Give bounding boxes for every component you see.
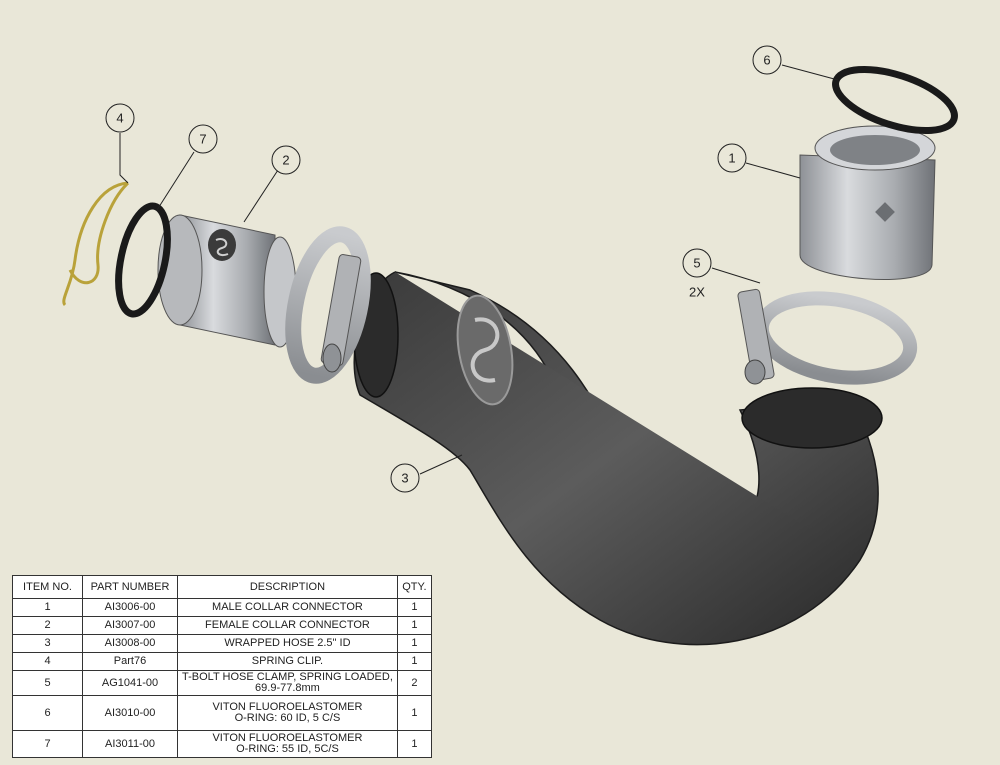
- o-ring-60: [832, 65, 958, 135]
- t-bolt-clamp-left: [285, 226, 371, 384]
- bom-cell-description: MALE COLLAR CONNECTOR: [177, 598, 398, 617]
- bom-description-line: MALE COLLAR CONNECTOR: [212, 601, 363, 613]
- bom-header-qty: QTY.: [396, 575, 432, 599]
- male-collar-connector: [799, 125, 936, 280]
- bom-description-line: WRAPPED HOSE 2.5" ID: [224, 637, 351, 649]
- callout-balloon-2: 2: [271, 145, 301, 175]
- leader-lines: [119, 64, 839, 475]
- bom-description-line: 69.9-77.8mm: [255, 682, 320, 694]
- wrapped-hose: [353, 271, 883, 646]
- callout-balloon-5: 5: [682, 248, 712, 278]
- bom-header-description: DESCRIPTION: [177, 575, 398, 599]
- t-bolt-clamp-right: [737, 288, 918, 385]
- bom-cell-part-number: AI3008-00: [82, 634, 178, 653]
- bom-cell-part-number: Part76: [82, 652, 178, 671]
- bom-description-line: T-BOLT HOSE CLAMP, SPRING LOADED,: [182, 671, 393, 683]
- callout-balloon-6: 6: [752, 45, 782, 75]
- bom-cell-part-number: AI3010-00: [82, 695, 178, 731]
- callout-label: 6: [763, 53, 770, 68]
- bom-cell-part-number: AI3011-00: [82, 730, 178, 758]
- bom-cell-item-no: 4: [12, 652, 83, 671]
- female-collar-connector: [157, 214, 297, 348]
- bom-description-line: O-RING: 55 ID, 5C/S: [236, 743, 339, 755]
- bom-cell-description: SPRING CLIP.: [177, 652, 398, 671]
- callout-label: 7: [199, 132, 206, 147]
- bom-description-line: VITON FLUOROELASTOMER: [212, 701, 363, 713]
- collar-logo-icon: [208, 229, 236, 261]
- bom-cell-qty: 1: [396, 634, 432, 653]
- bom-cell-qty: 1: [396, 652, 432, 671]
- callout-label: 3: [401, 471, 408, 486]
- callout-label: 5: [693, 256, 700, 271]
- bom-cell-qty: 1: [396, 616, 432, 635]
- callout-balloon-4: 4: [105, 103, 135, 133]
- bom-description-line: FEMALE COLLAR CONNECTOR: [205, 619, 370, 631]
- bom-cell-item-no: 2: [12, 616, 83, 635]
- bom-cell-item-no: 5: [12, 670, 83, 696]
- bom-description-line: SPRING CLIP.: [251, 655, 324, 667]
- callout-label: 1: [728, 151, 735, 166]
- bom-header-item-no: ITEM NO.: [12, 575, 83, 599]
- bom-description-line: VITON FLUOROELASTOMER: [212, 732, 363, 744]
- callout-label: 2: [282, 153, 289, 168]
- bom-cell-item-no: 1: [12, 598, 83, 617]
- bom-cell-description: FEMALE COLLAR CONNECTOR: [177, 616, 398, 635]
- bom-header-part-number: PART NUMBER: [82, 575, 178, 599]
- bom-header-row: ITEM NO. PART NUMBER DESCRIPTION QTY.: [12, 575, 432, 599]
- callout-5-quantity: 2X: [689, 285, 705, 300]
- o-ring-55: [115, 202, 171, 318]
- bom-cell-item-no: 3: [12, 634, 83, 653]
- spring-clip: [62, 181, 130, 307]
- bom-cell-item-no: 6: [12, 695, 83, 731]
- bom-cell-description: T-BOLT HOSE CLAMP, SPRING LOADED,69.9-77…: [177, 670, 398, 696]
- callout-label: 4: [116, 111, 123, 126]
- bom-cell-qty: 1: [396, 598, 432, 617]
- callout-balloon-1: 1: [717, 143, 747, 173]
- bom-cell-part-number: AG1041-00: [82, 670, 178, 696]
- bom-cell-item-no: 7: [12, 730, 83, 758]
- bom-cell-part-number: AI3007-00: [82, 616, 178, 635]
- callout-balloon-3: 3: [390, 463, 420, 493]
- bom-cell-part-number: AI3006-00: [82, 598, 178, 617]
- bom-description-line: O-RING: 60 ID, 5 C/S: [234, 712, 341, 724]
- callout-balloon-7: 7: [188, 124, 218, 154]
- bom-cell-description: WRAPPED HOSE 2.5" ID: [177, 634, 398, 653]
- bom-cell-qty: 1: [396, 695, 432, 731]
- bom-cell-qty: 2: [396, 670, 432, 696]
- bom-cell-qty: 1: [396, 730, 432, 758]
